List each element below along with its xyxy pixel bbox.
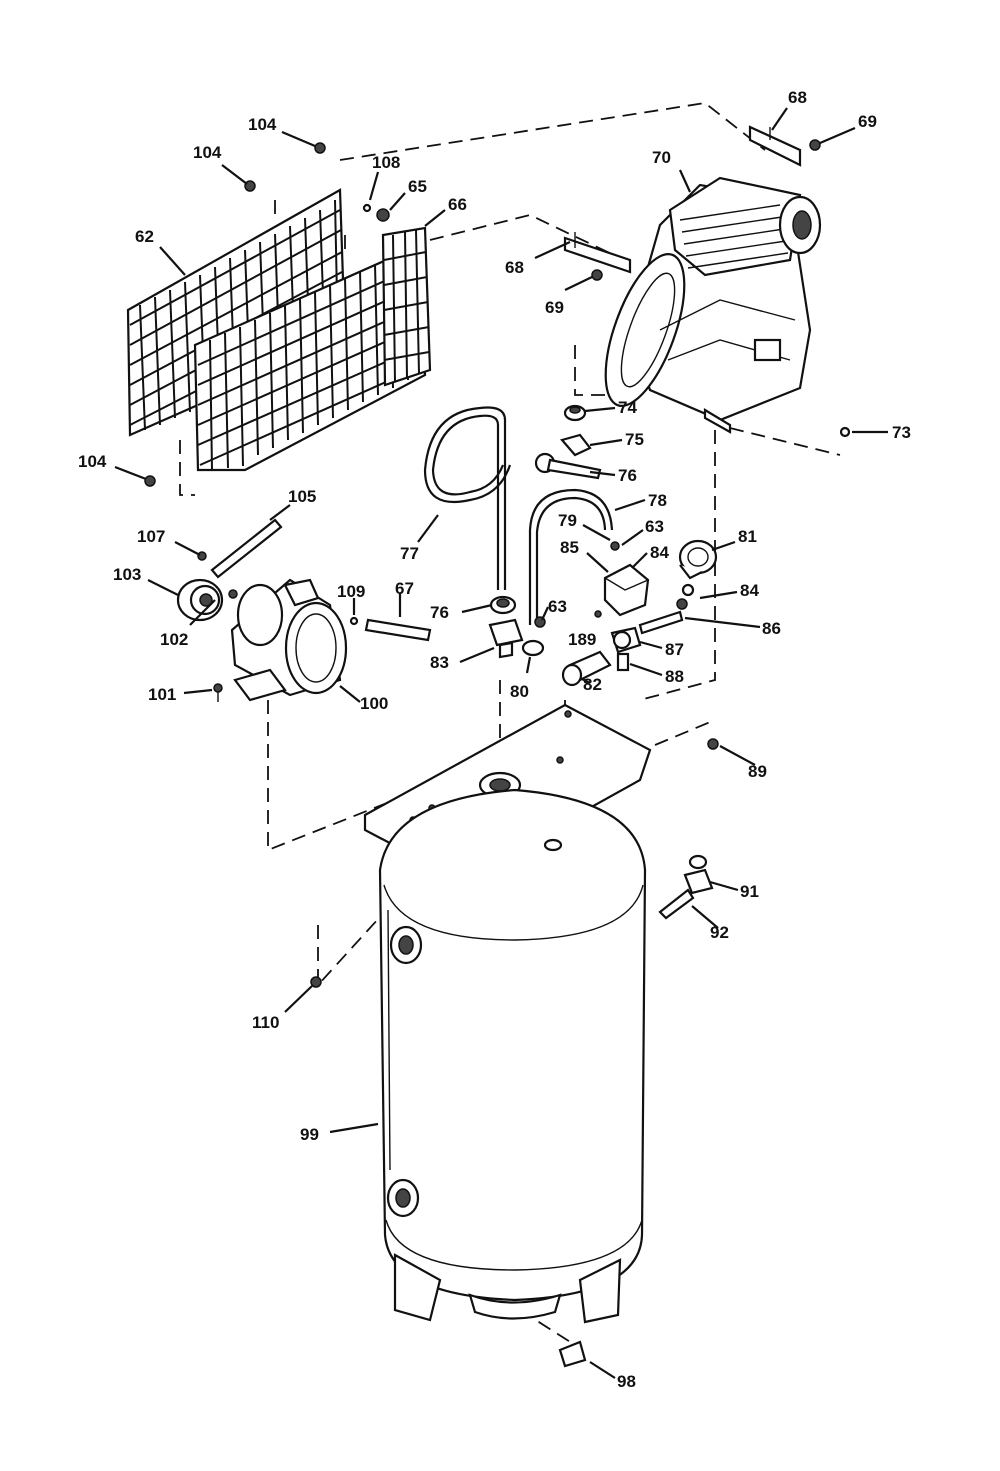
- callout-101: 101: [148, 685, 176, 704]
- callout-104: 104: [248, 115, 277, 134]
- key-107: [197, 551, 207, 561]
- callout-86: 86: [762, 619, 781, 638]
- fittings-84-86: [638, 583, 695, 635]
- compressor-pump-70: [604, 176, 822, 434]
- bracket-68-mid: [563, 232, 632, 274]
- callout-76: 76: [430, 603, 449, 622]
- fittings-upper: [534, 404, 602, 480]
- callout-189: 189: [568, 630, 596, 649]
- screw-89: [707, 738, 719, 750]
- motor-bolt-101: [213, 683, 223, 702]
- screw-69-top: [809, 139, 821, 151]
- callout-89: 89: [748, 762, 767, 781]
- callout-82: 82: [583, 675, 602, 694]
- callout-78: 78: [648, 491, 667, 510]
- callout-69: 69: [545, 298, 564, 317]
- callout-100: 100: [360, 694, 388, 713]
- pressure-switch-85: [603, 541, 650, 617]
- callout-63: 63: [645, 517, 664, 536]
- callout-84: 84: [740, 581, 759, 600]
- callout-73: 73: [892, 423, 911, 442]
- callout-labels: 68 69 70 104 104 108 65 66 62 68 69 74 75 73 76 78 104 10…: [78, 88, 911, 1391]
- tube-78: [528, 488, 614, 625]
- callout-87: 87: [665, 640, 684, 659]
- fittings-lower: [488, 595, 546, 659]
- tube-77: [423, 406, 512, 590]
- callout-104: 104: [78, 452, 107, 471]
- callout-98: 98: [617, 1372, 636, 1391]
- leader-lines: [114, 107, 888, 1379]
- check-valve-82: [561, 650, 612, 687]
- callout-83: 83: [430, 653, 449, 672]
- bracket-68-top: [748, 125, 802, 167]
- screw-109: [349, 616, 359, 626]
- belt-105: [210, 518, 283, 579]
- callout-75: 75: [625, 430, 644, 449]
- callout-102: 102: [160, 630, 188, 649]
- tube-67: [364, 618, 432, 642]
- callout-74: 74: [618, 398, 637, 417]
- callout-99: 99: [300, 1125, 319, 1144]
- air-tank-99: [378, 788, 647, 1324]
- gauge-81: [678, 539, 718, 580]
- callout-109: 109: [337, 582, 365, 601]
- pulley-103: [176, 578, 224, 622]
- callout-68: 68: [505, 258, 524, 277]
- callout-70: 70: [652, 148, 671, 167]
- callout-85: 85: [560, 538, 579, 557]
- callout-80: 80: [510, 682, 529, 701]
- screw-73: [839, 426, 851, 438]
- tank-hardware: [310, 854, 714, 1368]
- callout-92: 92: [710, 923, 729, 942]
- callout-63: 63: [548, 597, 567, 616]
- setscrew-102: [228, 589, 238, 599]
- callout-69: 69: [858, 112, 877, 131]
- callout-108: 108: [372, 153, 400, 172]
- screw-69-mid: [591, 269, 603, 281]
- callout-68: 68: [788, 88, 807, 107]
- callout-105: 105: [288, 487, 316, 506]
- callout-88: 88: [665, 667, 684, 686]
- callout-110: 110: [252, 1013, 279, 1032]
- callout-103: 103: [113, 565, 141, 584]
- guard-fasteners: [144, 142, 390, 487]
- callout-66: 66: [448, 195, 467, 214]
- callout-62: 62: [135, 227, 154, 246]
- callout-91: 91: [740, 882, 759, 901]
- callout-77: 77: [400, 544, 419, 563]
- motor-100: [230, 578, 348, 702]
- callout-76: 76: [618, 466, 637, 485]
- callout-65: 65: [408, 177, 427, 196]
- valve-manifold-87: [594, 610, 642, 672]
- callout-104: 104: [193, 143, 222, 162]
- callout-84: 84: [650, 543, 669, 562]
- callout-107: 107: [137, 527, 165, 546]
- callout-79: 79: [558, 511, 577, 530]
- callout-81: 81: [738, 527, 757, 546]
- callout-67: 67: [395, 579, 414, 598]
- belt-guard-end-panel: [381, 226, 432, 387]
